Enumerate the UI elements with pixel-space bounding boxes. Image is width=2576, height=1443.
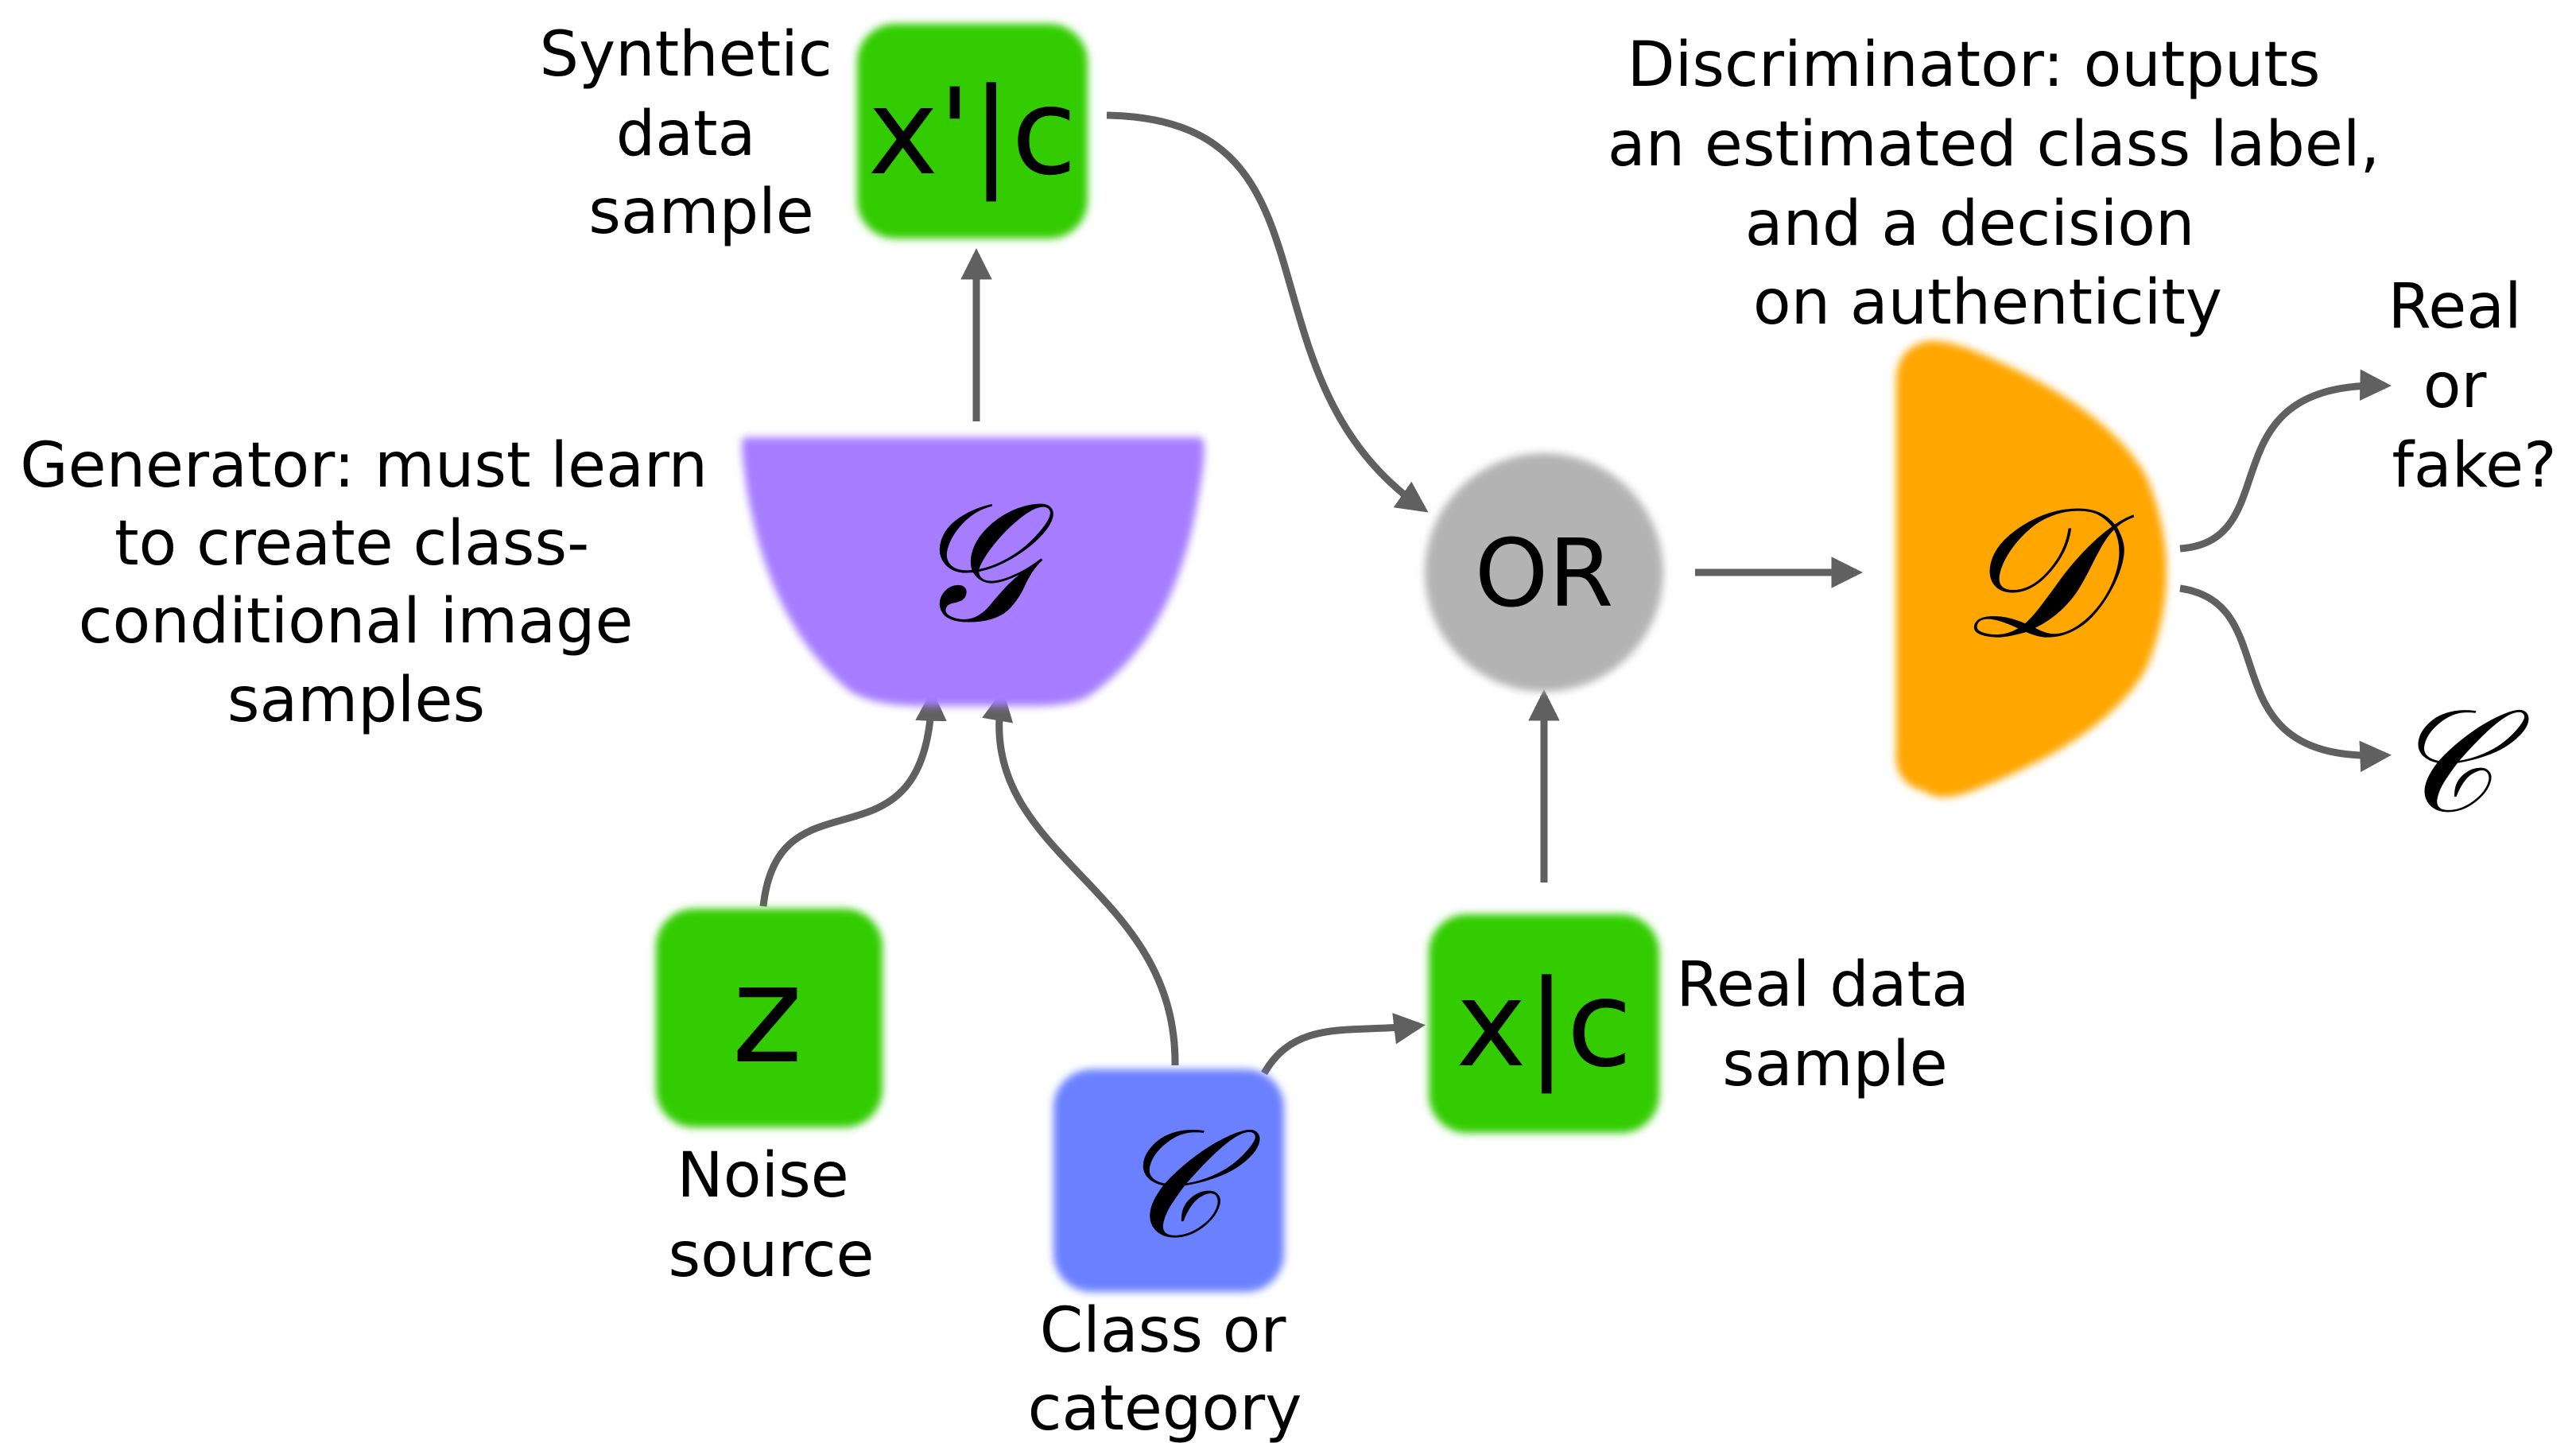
synthetic-sample-symbol: x'|c [867,64,1077,202]
arrow-discriminator-to-class [2179,584,2392,773]
generator-shape [742,437,1205,706]
discriminator-node: 𝒟 [1895,340,2167,797]
discriminator-label: Discriminator: outputs an estimated clas… [1608,29,2399,339]
arrow-class-to-generator [982,689,1179,1066]
or-node: OR [1425,453,1663,692]
real-label: Real data sample [1676,949,1988,1100]
noise-box [656,909,883,1127]
synthetic-sample-node: x'|c [857,24,1088,239]
or-circle [1425,453,1663,692]
output-class-symbol: 𝒞 [2390,679,2530,845]
noise-symbol: z [731,937,802,1094]
real-sample-symbol: x|c [1456,956,1632,1094]
generator-node: 𝒢 [742,437,1205,706]
arrow-class-to-real [1261,1013,1426,1076]
generator-label: Generator: must learn to create class- c… [20,430,727,736]
output-real-or-fake-label: Real or fake? [2388,271,2557,502]
arrow-discriminator-to-real-fake [2179,369,2392,553]
noise-node: z [656,909,883,1127]
discriminator-shape [1895,340,2167,797]
class-node: 𝒞 [1053,1069,1284,1292]
real-sample-box [1429,914,1659,1133]
synthetic-sample-box [857,24,1088,239]
or-label: OR [1475,518,1614,628]
real-sample-node: x|c [1429,914,1659,1133]
synthetic-label: Synthetic data sample [539,19,852,248]
noise-label: Noise source [668,1140,874,1291]
arrow-noise-to-generator [759,689,947,907]
arrow-synthetic-to-or [1106,111,1429,513]
generator-symbol: 𝒢 [912,465,1054,660]
class-box [1053,1069,1284,1292]
class-label: Class or category [1028,1295,1306,1443]
